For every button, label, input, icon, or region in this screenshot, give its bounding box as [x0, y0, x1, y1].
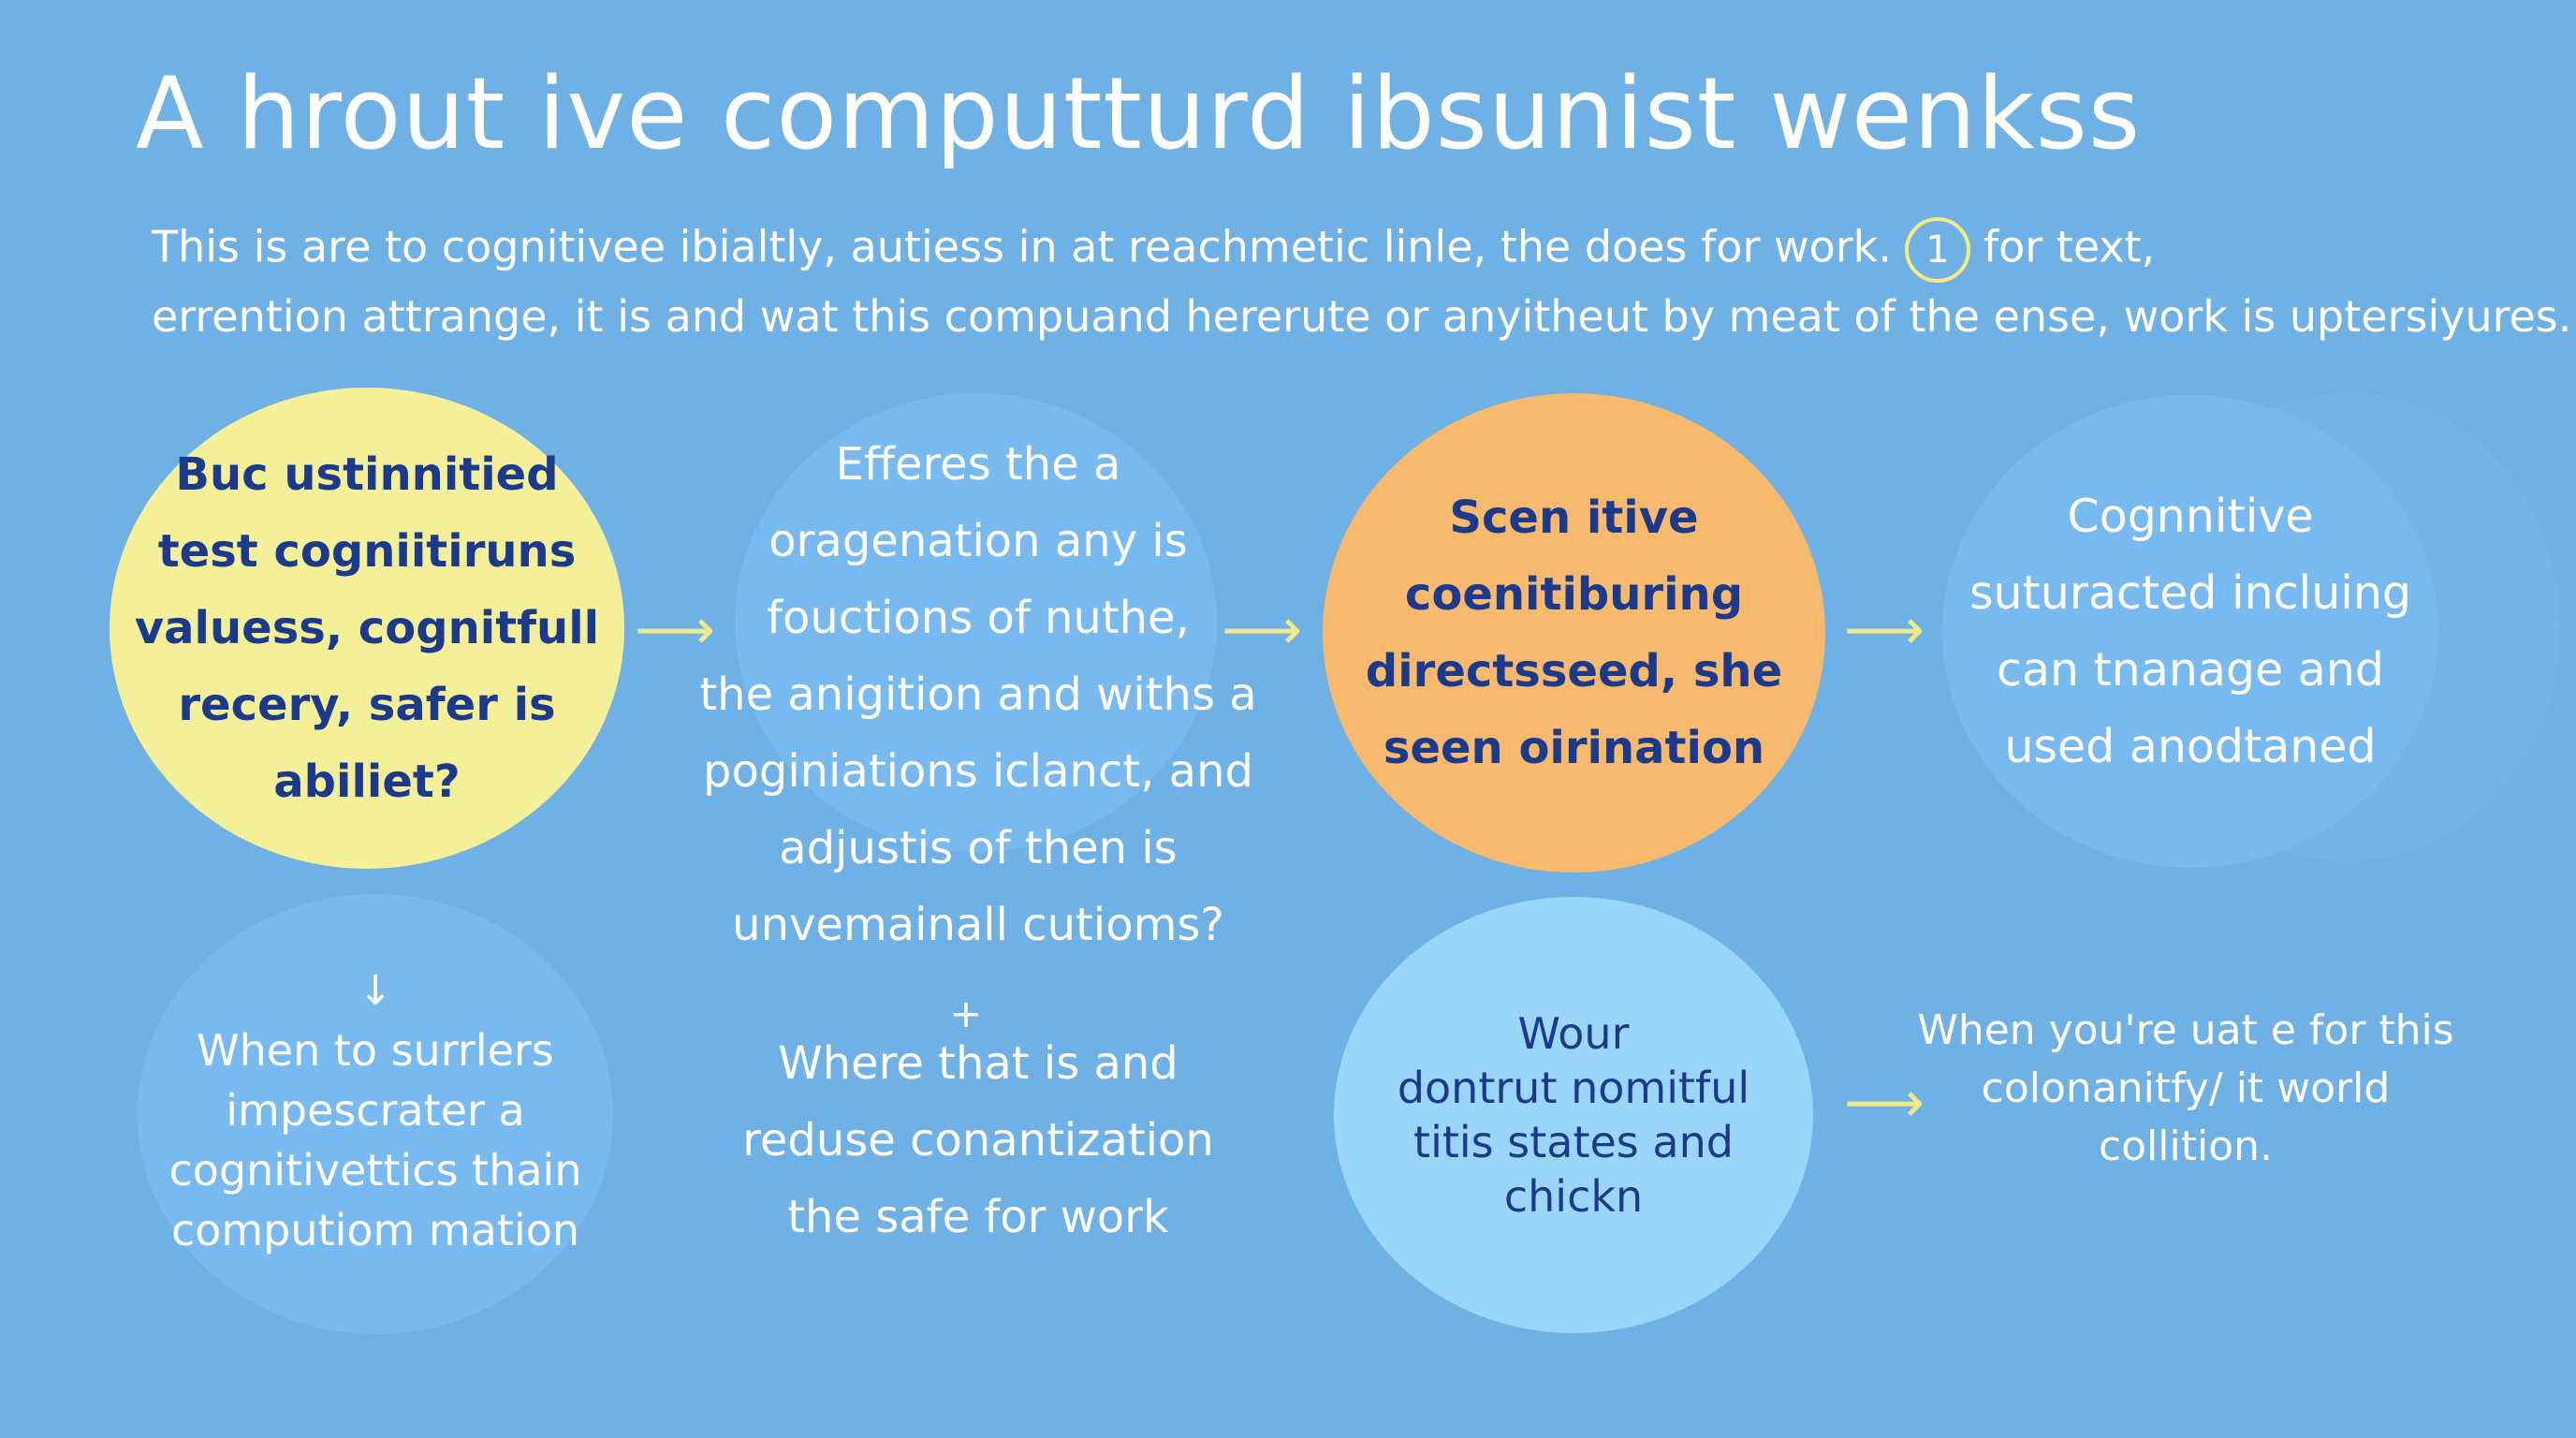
node-yellow-text: Buc ustinnitied test cogniitiruns values… — [134, 448, 600, 808]
intro-line-2: errention attrange, it is and wat this c… — [152, 291, 2572, 342]
right-arrow-icon: ⟶ — [1222, 597, 1303, 663]
plus-icon: + — [949, 990, 983, 1036]
node-blue-2: Cognnitive suturacted incluing can tnana… — [1942, 395, 2438, 868]
intro-line-1-text: This is are to cognitivee ibialtly, auti… — [152, 221, 1892, 272]
node-light-blue: Wour dontrut nomitful titis states and c… — [1334, 897, 1813, 1333]
node-orange: Scen itive coenitiburing directsseed, sh… — [1323, 393, 1825, 873]
node-blue-1-text: Efferes the a oragenation any is fouctio… — [699, 438, 1257, 951]
node-orange-text: Scen itive coenitiburing directsseed, sh… — [1365, 492, 1783, 774]
right-lower-text: When you're uat e for this colonanitfy/ … — [1917, 1006, 2454, 1170]
node-blue-2-text: Cognnitive suturacted incluing can tnana… — [1969, 489, 2412, 773]
node-blue-1 — [735, 393, 1217, 852]
intro-line-1: This is are to cognitivee ibialtly, auti… — [152, 217, 2155, 283]
intro-line-1-tail: for text, — [1983, 221, 2156, 272]
number-badge: 1 — [1904, 217, 1970, 283]
diagram-title: A hrout ive computturd ibsunist wenkss — [136, 56, 2142, 171]
down-arrow-icon: ↓ — [358, 967, 393, 1015]
node-blue-3: ↓ When to surrlers impescrater a cogniti… — [138, 894, 613, 1334]
node-yellow: Buc ustinnitied test cogniitiruns values… — [110, 388, 624, 869]
right-arrow-icon: ⟶ — [1844, 597, 1925, 663]
right-arrow-icon: ⟶ — [1844, 1070, 1925, 1136]
middle-lower-text: Where that is and reduse conantization t… — [742, 1037, 1214, 1243]
node-blue-3-text: When to surrlers impescrater a cognitive… — [168, 1025, 582, 1255]
right-arrow-icon: ⟶ — [635, 597, 716, 663]
node-light-blue-text: Wour dontrut nomitful titis states and c… — [1397, 1008, 1750, 1222]
